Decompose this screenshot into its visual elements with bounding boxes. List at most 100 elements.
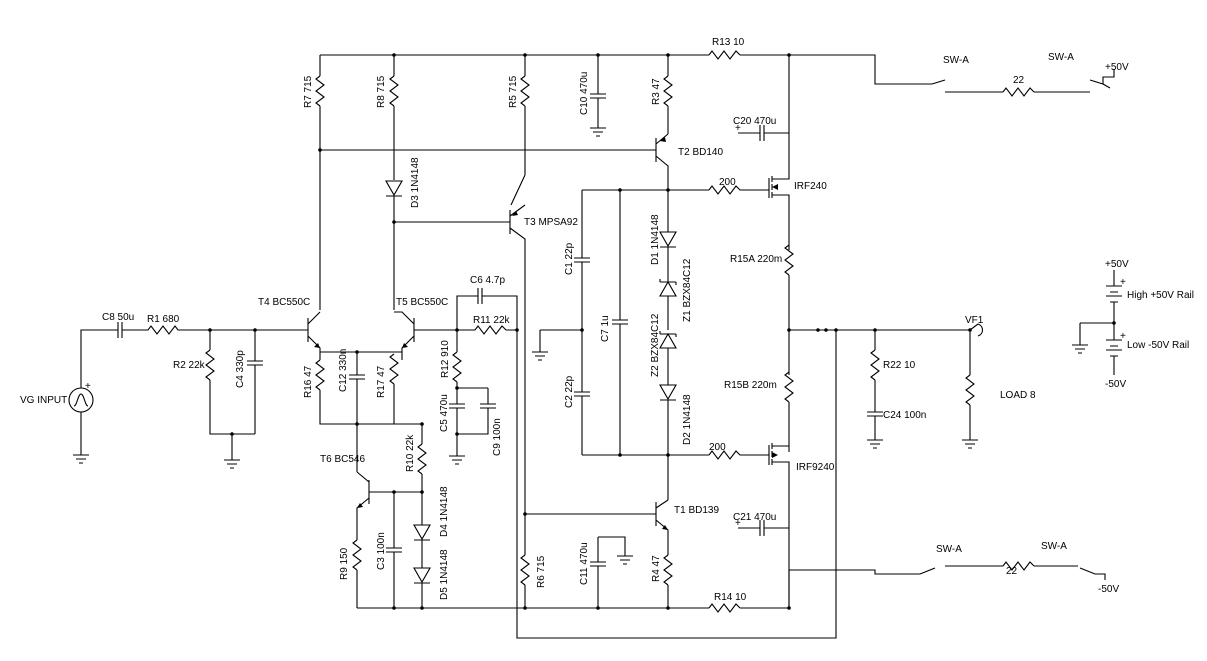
- bottom-switch-sw-a: [919, 561, 1106, 580]
- label-c1: C1 22p: [564, 242, 575, 275]
- r7-resistor: [315, 75, 325, 107]
- ground-load: [962, 439, 978, 449]
- bias-driver-stage: [532, 55, 766, 608]
- label-z2: Z2 BZX84C12: [650, 313, 661, 377]
- label-r16: R16 47: [303, 365, 314, 398]
- t2-transistor: [650, 133, 669, 190]
- r8-resistor: [389, 75, 399, 107]
- irf9240-mosfet: [766, 443, 790, 608]
- label-r12: R12 910: [440, 340, 451, 378]
- c2-capacitor: [574, 330, 590, 455]
- label-c5: C5 470u: [439, 394, 450, 432]
- label-r7: R7 715: [303, 75, 314, 108]
- z2-zener: [659, 331, 677, 349]
- label-irf240: IRF240: [794, 181, 827, 192]
- label-z1: Z1 BZX84C12: [682, 258, 693, 322]
- c9-capacitor: [457, 388, 496, 435]
- label-r22-top: 22: [1013, 75, 1025, 86]
- t6-transistor: [356, 471, 422, 540]
- label-c2: C2 22p: [564, 375, 575, 408]
- svg-text:+: +: [1120, 331, 1126, 342]
- label-r14: R14 10: [714, 592, 747, 603]
- top-switch-sw-a: [931, 69, 1115, 97]
- r15b-resistor: [784, 371, 794, 403]
- r16-resistor: [315, 359, 325, 391]
- r4-resistor: [663, 554, 673, 586]
- label-c20: C20 470u: [733, 116, 776, 127]
- label-r200-bot: 200: [709, 442, 726, 453]
- feedback-network: [449, 288, 837, 639]
- t3-transistor: [509, 204, 526, 244]
- label-sw-a-bot-left: SW-A: [936, 544, 962, 555]
- r3-resistor: [663, 75, 673, 107]
- label-r15b: R15B 220m: [724, 380, 777, 391]
- label-t5: T5 BC550C: [396, 297, 448, 308]
- label-minus50-bot: -50V: [1098, 584, 1119, 595]
- label-vg-input: VG INPUT: [20, 395, 67, 406]
- label-c21: C21 470u: [733, 512, 776, 523]
- ground-c5: [449, 455, 465, 465]
- label-c11: C11 470u: [579, 542, 590, 585]
- label-sw-a-top-right: SW-A: [1048, 52, 1074, 63]
- label-r6: R6 715: [536, 555, 547, 588]
- label-r17: R17 47: [376, 365, 387, 398]
- label-t4: T4 BC550C: [258, 297, 310, 308]
- r6-resistor: [520, 554, 530, 586]
- label-t2: T2 BD140: [678, 147, 723, 158]
- label-t1: T1 BD139: [674, 505, 719, 516]
- r17-resistor: [389, 353, 399, 385]
- ground-c11: [617, 555, 633, 565]
- label-r4: R4 47: [651, 555, 662, 582]
- r1-resistor: [140, 325, 300, 335]
- r9-resistor: [352, 539, 362, 571]
- label-c7: C7 1u: [600, 315, 611, 342]
- r2-resistor: [205, 349, 215, 381]
- t4-transistor: [300, 311, 321, 360]
- label-vf1: VF1: [965, 315, 984, 326]
- label-d4: D4 1N4148: [439, 486, 450, 537]
- label-c24: C24 100n: [883, 410, 926, 421]
- d1-diode: [659, 231, 677, 248]
- c8-capacitor: [113, 322, 140, 338]
- t1-transistor: [650, 499, 669, 555]
- r12-resistor: [452, 351, 462, 383]
- label-plus50-side: +50V: [1105, 259, 1129, 270]
- label-c6: C6 4.7p: [470, 275, 505, 286]
- r15a-resistor: [784, 244, 794, 276]
- svg-text:+: +: [1120, 277, 1126, 288]
- label-d1: D1 1N4148: [650, 214, 661, 265]
- label-low-rail: Low -50V Rail: [1127, 340, 1189, 351]
- label-sw-a-top-left: SW-A: [943, 55, 969, 66]
- label-load: LOAD 8: [1000, 390, 1036, 401]
- label-r2: R2 22k: [173, 360, 206, 371]
- svg-text:+: +: [735, 123, 741, 134]
- label-r1: R1 680: [147, 314, 180, 325]
- label-r15a: R15A 220m: [730, 254, 782, 265]
- label-r11: R11 22k: [473, 315, 511, 326]
- output-stage: + +: [735, 55, 984, 608]
- label-c9: C9 100n: [492, 418, 503, 456]
- label-d3: D3 1N4148: [410, 157, 421, 208]
- t5-transistor: [394, 311, 422, 360]
- label-sw-a-bot-right: SW-A: [1041, 541, 1067, 552]
- low-rail-battery: [1106, 339, 1122, 357]
- r200-bot-resistor: [708, 450, 766, 460]
- r10-resistor: [417, 443, 427, 475]
- c10-capacitor: [590, 55, 606, 128]
- label-c10: C10 470u: [579, 72, 590, 115]
- label-c4: C4 330p: [235, 350, 246, 388]
- d3-diode: [385, 180, 403, 197]
- label-high-rail: High +50V Rail: [1127, 290, 1194, 301]
- label-r10: R10 22k: [405, 434, 416, 472]
- z1-zener: [659, 279, 677, 297]
- label-c3: C3 100n: [376, 532, 387, 570]
- r14-resistor: [708, 603, 741, 613]
- label-d2: D2 1N4148: [682, 394, 693, 445]
- c7-capacitor: [612, 190, 628, 455]
- vf1-probe: [969, 323, 984, 337]
- label-r22-bot: 22: [1006, 566, 1018, 577]
- label-r8: R8 715: [376, 75, 387, 108]
- label-t6: T6 BC546: [320, 454, 365, 465]
- r13-resistor: [708, 50, 741, 60]
